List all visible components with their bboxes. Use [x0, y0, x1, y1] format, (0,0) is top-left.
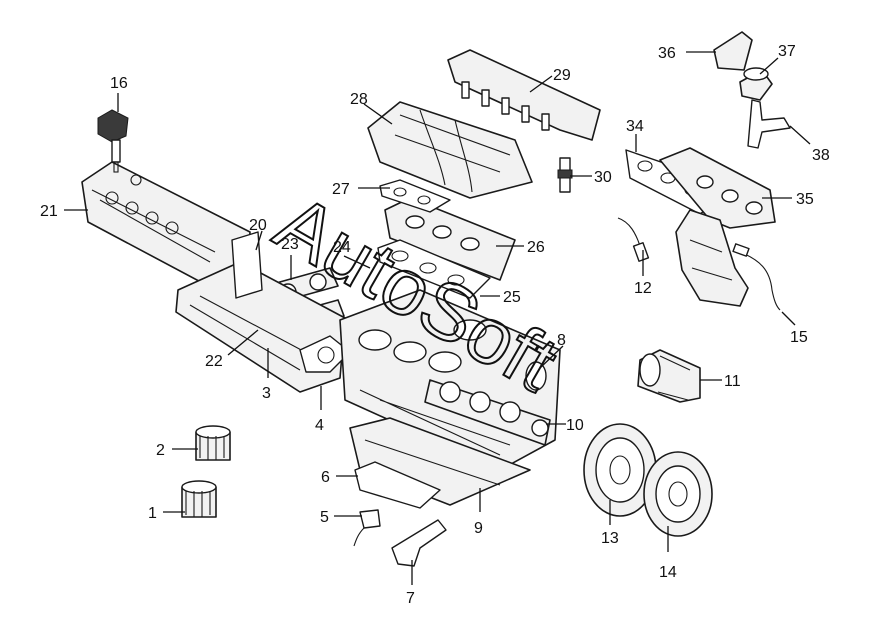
part-oxygen-sensors — [617, 217, 781, 311]
part-timing-sensor — [525, 361, 547, 391]
callout-38[interactable]: 38 — [812, 147, 830, 164]
callout-27[interactable]: 27 — [332, 181, 350, 198]
callout-15[interactable]: 15 — [790, 329, 808, 346]
part-ignition-coil — [97, 109, 129, 173]
callout-14[interactable]: 14 — [659, 564, 677, 581]
callout-8[interactable]: 8 — [557, 332, 566, 349]
part-starter-motor — [637, 349, 701, 403]
callout-4[interactable]: 4 — [315, 417, 324, 434]
part-fuel-rail — [447, 49, 601, 141]
callout-5[interactable]: 5 — [320, 509, 329, 526]
part-engine-mounts — [713, 31, 791, 149]
part-crankshaft — [424, 379, 551, 446]
part-intake-plenum — [367, 101, 533, 199]
callout-13[interactable]: 13 — [601, 530, 619, 547]
callout-7[interactable]: 7 — [406, 590, 415, 607]
part-spark-plug — [557, 157, 573, 193]
part-exhaust-manifold — [659, 147, 776, 307]
callout-9[interactable]: 9 — [474, 520, 483, 537]
part-oil-sensor — [353, 509, 381, 547]
callout-23[interactable]: 23 — [281, 236, 299, 253]
callout-12[interactable]: 12 — [634, 280, 652, 297]
callout-3[interactable]: 3 — [262, 385, 271, 402]
part-oil-pan — [349, 417, 531, 509]
callout-28[interactable]: 28 — [350, 91, 368, 108]
callout-37[interactable]: 37 — [778, 43, 796, 60]
part-head-gasket — [299, 335, 351, 373]
callout-34[interactable]: 34 — [626, 118, 644, 135]
part-bracket — [391, 519, 447, 567]
callout-36[interactable]: 36 — [658, 45, 676, 62]
callout-26[interactable]: 26 — [527, 239, 545, 256]
callout-6[interactable]: 6 — [321, 469, 330, 486]
callout-16[interactable]: 16 — [110, 75, 128, 92]
callouts: 1 2 3 4 5 6 7 8 9 10 11 12 13 14 15 16 2 — [40, 43, 830, 607]
callout-30[interactable]: 30 — [594, 169, 612, 186]
callout-20[interactable]: 20 — [249, 217, 267, 234]
callout-21[interactable]: 21 — [40, 203, 58, 220]
callout-10[interactable]: 10 — [566, 417, 584, 434]
callout-2[interactable]: 2 — [156, 442, 165, 459]
callout-25[interactable]: 25 — [503, 289, 521, 306]
part-flywheel — [583, 423, 657, 517]
callout-1[interactable]: 1 — [148, 505, 157, 522]
part-intake-assembly — [377, 179, 516, 299]
callout-24[interactable]: 24 — [333, 239, 351, 256]
callout-22[interactable]: 22 — [205, 353, 223, 370]
callout-11[interactable]: 11 — [724, 373, 741, 390]
callout-35[interactable]: 35 — [796, 191, 814, 208]
callout-29[interactable]: 29 — [553, 67, 571, 84]
part-oil-filters — [181, 425, 231, 518]
part-clutch-disc — [643, 451, 713, 537]
part-valve-cover-bracket — [231, 231, 263, 299]
